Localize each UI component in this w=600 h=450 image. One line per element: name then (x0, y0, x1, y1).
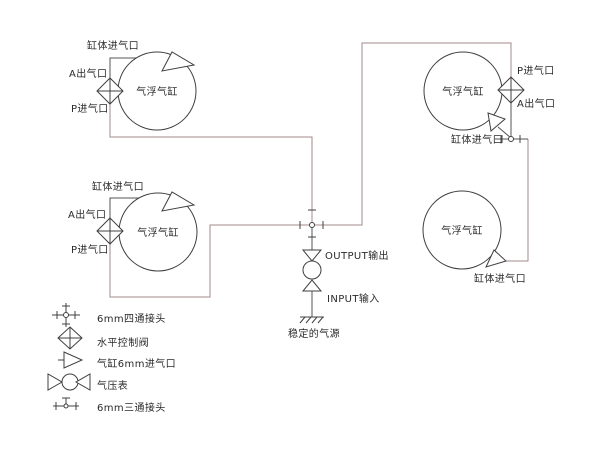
four-way-connector-icon (52, 303, 80, 327)
inlet-triangle-bottom-right (485, 249, 507, 268)
source-hatch (317, 316, 324, 324)
source-hatch (311, 316, 318, 324)
connector-topright-inlet (497, 126, 512, 139)
legend: 6mm四通接头 水平控制阀 气缸6mm进气口 气压表 (47, 303, 176, 414)
label-p-inlet: P进气口 (517, 64, 555, 77)
legend-label-four-way: 6mm四通接头 (97, 312, 166, 325)
inlet-triangle-bottom-left (161, 191, 196, 212)
gauge-triangle-right (74, 373, 91, 391)
cylinder-label: 气浮气缸 (137, 226, 179, 239)
source-hatch (299, 316, 306, 324)
level-control-valve-top-right (497, 76, 525, 104)
source-labels: OUTPUT输出 INPUT输入 稳定的气源 (288, 249, 389, 340)
label-body-inlet: 缸体进气口 (92, 180, 144, 193)
level-control-valve-top-left (96, 77, 124, 105)
legend-label-control-valve: 水平控制阀 (97, 336, 149, 349)
legend-label-pressure-gauge: 气压表 (97, 379, 128, 392)
label-body-inlet: 缸体进气口 (87, 39, 139, 52)
cylinder-label: 气浮气缸 (441, 224, 483, 237)
four-way-junction (299, 209, 324, 238)
legend-label-tee: 6mm三通接头 (97, 401, 166, 414)
gauge-triangle-top (301, 249, 323, 262)
label-a-outlet: A出气口 (68, 208, 106, 221)
level-control-valve-bottom-left (96, 217, 124, 245)
label-body-inlet: 缸体进气口 (451, 133, 503, 146)
inlet-triangle-top-left (161, 51, 196, 72)
gauge-body (302, 260, 322, 280)
pipe-cross-to-topright (312, 42, 512, 226)
gauge-triangle-bottom (301, 279, 323, 292)
label-body-inlet: 缸体进气口 (474, 272, 526, 285)
inlet-triangle (63, 351, 84, 369)
label-a-outlet: A出气口 (517, 97, 555, 110)
tee-connector-icon (53, 397, 79, 410)
cylinder-circle (422, 190, 502, 270)
tee-junction (495, 135, 528, 143)
pipe-topleft-to-cross (109, 104, 313, 225)
port-labels: 缸体进气口 A出气口 P进气口 缸体进气口 A出气口 P进气口 P进气口 A出气… (68, 39, 555, 285)
pressure-gauge-icon (47, 373, 91, 391)
cylinder-bottom-right: 气浮气缸 (422, 190, 502, 270)
gauge-triangle-left (47, 373, 64, 391)
cylinder-label: 气浮气缸 (442, 85, 484, 98)
label-a-outlet: A出气口 (69, 67, 107, 80)
pipe-tee-to-bottomright (506, 139, 529, 262)
label-p-inlet: P进气口 (71, 243, 109, 256)
label-p-inlet: P进气口 (71, 102, 109, 115)
junction-node (63, 312, 69, 318)
cylinder-inlet-icon (58, 351, 84, 369)
air-source-symbol (299, 316, 324, 324)
source-hatch (305, 316, 312, 324)
inlet-triangle-top-right (487, 112, 506, 132)
junction-node (63, 403, 69, 409)
junction-node (508, 136, 514, 142)
pipe-network (109, 42, 529, 298)
label-output: OUTPUT输出 (325, 249, 389, 262)
legend-label-cylinder-inlet: 气缸6mm进气口 (97, 357, 176, 370)
junction-node (309, 222, 315, 228)
pipe-bottomleft-to-cross (109, 224, 312, 298)
level-control-valve-icon (57, 326, 83, 350)
pressure-gauge (301, 249, 323, 292)
cylinder-top-left: 气浮气缸 (117, 51, 197, 131)
label-input: INPUT输入 (327, 292, 380, 305)
label-air-source: 稳定的气源 (288, 327, 340, 340)
cylinder-label: 气浮气缸 (136, 85, 178, 98)
